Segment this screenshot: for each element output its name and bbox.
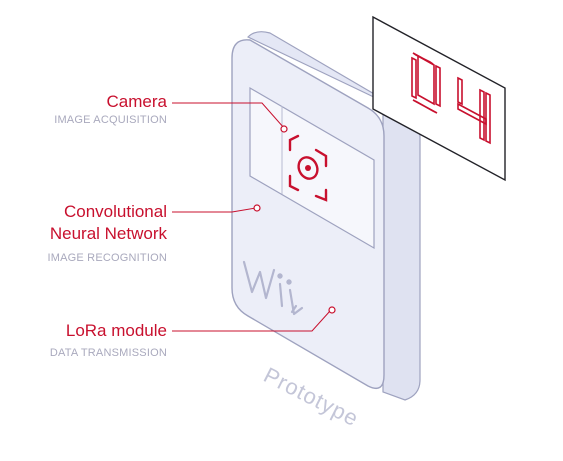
seven-segment-digits [411,52,491,145]
cnn-point-dot [253,204,261,212]
cnn-subtitle: IMAGE RECOGNITION [47,252,167,264]
camera-title: Camera [106,92,167,111]
camera-subtitle: IMAGE ACQUISITION [54,114,167,126]
camera-point-dot [280,125,288,133]
lora-label: LoRa module DATA TRANSMISSION [50,320,167,360]
camera-viewfinder-icon [288,134,328,202]
cnn-label: Convolutional Neural Network IMAGE RECOG… [47,201,167,265]
cnn-leader [172,207,257,213]
device-side-face [382,98,421,401]
lora-leader [172,310,331,332]
cnn-title-line1: Convolutional [63,202,167,221]
lora-subtitle: DATA TRANSMISSION [49,347,167,359]
wii-logo [242,260,304,316]
camera-leader [172,102,285,129]
lora-point-dot [328,306,336,314]
camera-label: Camera IMAGE ACQUISITION [54,91,167,127]
cnn-title-line2: Neural Network [49,224,167,243]
display-panel [372,15,506,182]
lora-title: LoRa module [65,321,167,340]
leader-lines [172,102,331,332]
